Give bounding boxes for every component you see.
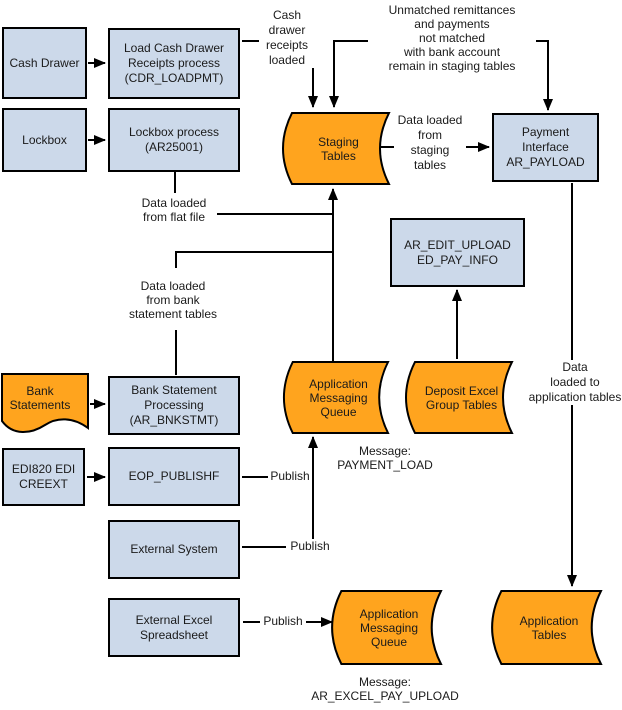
- store-application-messaging-queue-bottom: Application Messaging Queue: [328, 589, 443, 666]
- node-load-cash-drawer-receipts: Load Cash Drawer Receipts process (CDR_L…: [108, 28, 240, 99]
- node-external-system: External System: [108, 520, 240, 579]
- node-lockbox: Lockbox: [2, 108, 87, 172]
- node-payment-interface: Payment Interface AR_PAYLOAD: [492, 113, 599, 182]
- label-data-loaded-to-application-tables: Data loaded to application tables: [527, 360, 622, 405]
- node-edi820-creext: EDI820 EDI CREEXT: [2, 448, 85, 506]
- node-external-excel-spreadsheet: External Excel Spreadsheet: [108, 598, 240, 657]
- document-shape-icon: [1, 373, 89, 433]
- label-data-loaded-from-bank-statement-tables: Data loaded from bank statement tables: [124, 279, 222, 321]
- store-application-messaging-queue-mid: Application Messaging Queue: [280, 360, 390, 435]
- node-bank-statement-processing: Bank Statement Processing (AR_BNKSTMT): [108, 376, 240, 435]
- arrow-unmatched-to-staging: [329, 40, 370, 108]
- stored-data-shape-icon: [491, 590, 603, 665]
- label-unmatched-remittances: Unmatched remittances and payments not m…: [368, 3, 536, 73]
- store-staging-tables: Staging Tables: [279, 111, 391, 186]
- store-deposit-excel-group-tables: Deposit Excel Group Tables: [402, 360, 514, 435]
- stored-data-shape-icon: [283, 360, 390, 435]
- label-cash-drawer-receipts-loaded: Cash drawer receipts loaded: [259, 8, 315, 68]
- node-lockbox-process: Lockbox process (AR25001): [108, 108, 240, 172]
- label-message-ar-excel-pay-upload: Message: AR_EXCEL_PAY_UPLOAD: [295, 675, 475, 703]
- stored-data-shape-icon: [331, 590, 443, 665]
- node-ar-edit-upload: AR_EDIT_UPLOAD ED_PAY_INFO: [390, 218, 525, 287]
- label-publish-external-system: Publish: [286, 539, 334, 553]
- line-bank-stmt-join: [175, 251, 334, 268]
- stored-data-shape-icon: [405, 360, 514, 435]
- label-data-loaded-from-flat-file: Data loaded from flat file: [134, 196, 214, 224]
- label-publish-excel: Publish: [260, 614, 306, 628]
- store-bank-statements: Bank Statements: [1, 373, 89, 439]
- label-publish-eop: Publish: [268, 469, 312, 483]
- node-cash-drawer: Cash Drawer: [2, 27, 87, 99]
- arrow-external-system-publish-to-amq: [242, 436, 318, 548]
- label-data-loaded-from-staging: Data loaded from staging tables: [394, 113, 466, 173]
- label-message-payment-load: Message: PAYMENT_LOAD: [322, 444, 448, 472]
- store-application-tables: Application Tables: [488, 589, 603, 666]
- node-eop-publishf: EOP_PUBLISHF: [108, 447, 240, 506]
- stored-data-shape-icon: [282, 111, 391, 186]
